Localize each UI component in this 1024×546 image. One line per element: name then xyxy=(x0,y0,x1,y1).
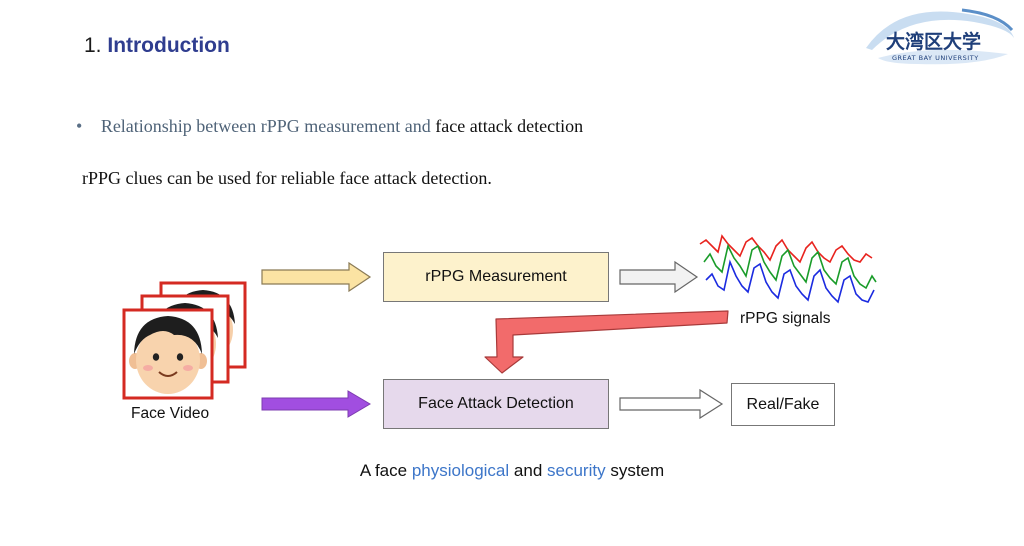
signal-blue-line xyxy=(705,259,875,304)
signal-green-line xyxy=(703,243,877,290)
bullet-text-part2: face attack detection xyxy=(435,116,584,136)
rppg-measurement-box: rPPG Measurement xyxy=(383,252,609,302)
face-attack-detection-box: Face Attack Detection xyxy=(383,379,609,429)
svg-text:GREAT BAY UNIVERSITY: GREAT BAY UNIVERSITY xyxy=(892,54,979,62)
caption-highlight-security: security xyxy=(547,461,606,480)
arrow-to-detection xyxy=(261,390,371,418)
caption-part2: and xyxy=(513,461,543,480)
face-video-label: Face Video xyxy=(131,405,210,422)
signal-red-line xyxy=(699,234,873,264)
caption-highlight-physiological: physiological xyxy=(411,461,510,480)
svg-text:大湾区大学: 大湾区大学 xyxy=(886,30,981,53)
real-fake-output-box: Real/Fake xyxy=(731,383,835,426)
arrow-to-signals xyxy=(619,260,699,294)
section-heading: Introduction xyxy=(107,34,230,57)
bullet-dot: • xyxy=(76,116,83,136)
rppg-signals-graphic xyxy=(699,234,877,304)
arrow-signals-to-detection xyxy=(484,310,729,374)
rppg-signals-label: rPPG signals xyxy=(740,310,831,327)
bullet-text-part1: Relationship between rPPG measurement an… xyxy=(100,116,431,136)
caption-part1: A face xyxy=(359,461,408,480)
bullet-point: • Relationship between rPPG measurement … xyxy=(76,116,583,137)
logo-graphic: 大湾区大学 GREAT BAY UNIVERSITY xyxy=(866,8,1014,65)
face-video-icon xyxy=(122,281,247,400)
arrow-to-output xyxy=(619,388,724,420)
statement-text: rPPG clues can be used for reliable face… xyxy=(82,168,492,188)
caption-part3: system xyxy=(610,461,665,480)
arrow-to-rppg xyxy=(261,261,372,293)
diagram-caption: A face physiological and security system xyxy=(0,461,1024,481)
university-logo: 大湾区大学 GREAT BAY UNIVERSITY xyxy=(858,8,1018,70)
section-number: 1. xyxy=(84,34,102,57)
section-title: 1. Introduction xyxy=(84,32,230,60)
